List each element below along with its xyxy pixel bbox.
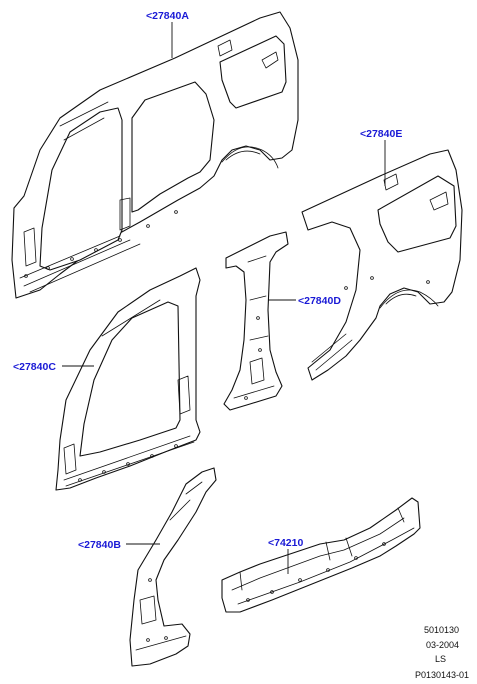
callout-27840b: <27840B [78, 539, 121, 551]
callout-27840d: <27840D [298, 295, 341, 307]
part-b-pillar [223, 231, 289, 411]
callout-27840e: <27840E [360, 128, 402, 140]
ref-date: 03-2004 [426, 640, 459, 650]
part-body-side-complete [11, 11, 299, 299]
callout-27840c: <27840C [13, 361, 56, 373]
part-rear-quarter [301, 149, 463, 381]
ref-part-code: P0130143-01 [415, 670, 469, 680]
part-front-aperture [55, 267, 201, 491]
callout-74210: <74210 [268, 537, 303, 549]
callout-27840a: <27840A [146, 10, 189, 22]
part-sill [221, 497, 421, 613]
part-a-pillar [129, 467, 217, 667]
ref-code: LS [435, 654, 446, 664]
ref-drawing-number: 5010130 [424, 625, 459, 635]
reference-block: 5010130 03-2004 LS P0130143-01 [415, 625, 469, 680]
